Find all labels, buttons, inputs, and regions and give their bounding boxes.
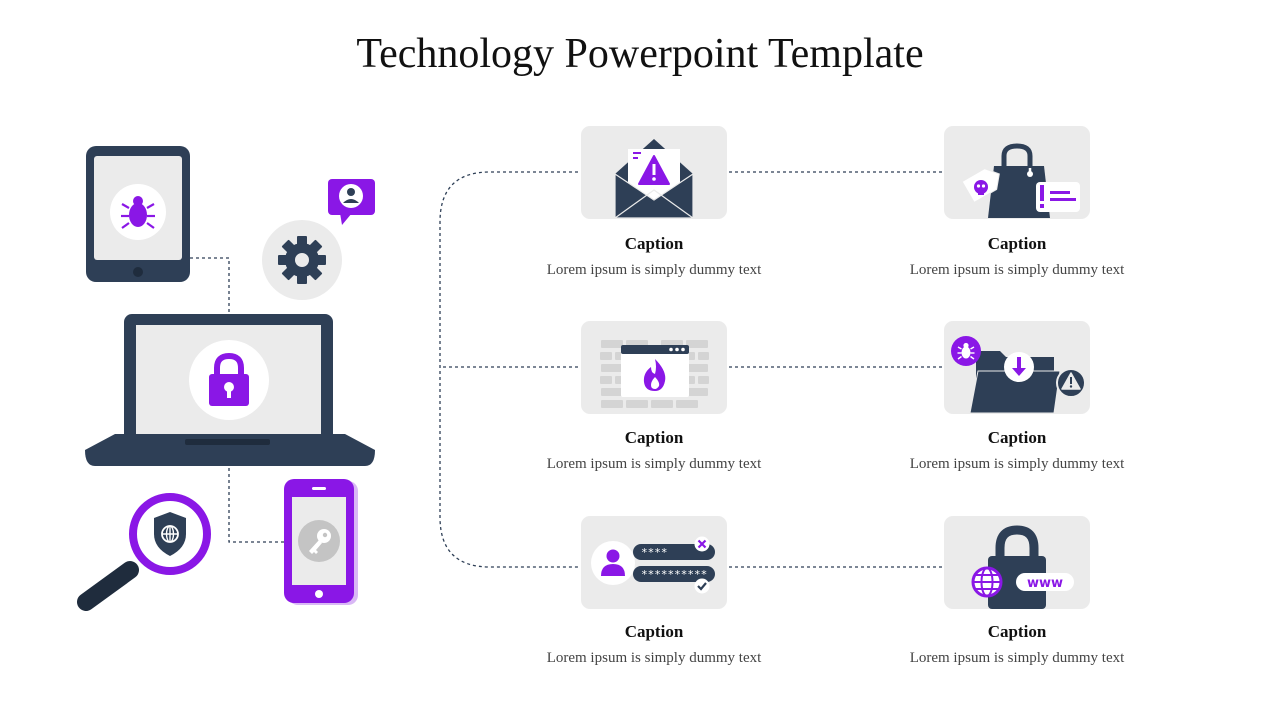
padlock-www-icon: www [971, 525, 1074, 609]
item-caption: Caption [624, 622, 684, 641]
item-description: Lorem ipsum is simply dummy text [909, 650, 1125, 666]
smartphone-device [284, 479, 358, 605]
item-description: Lorem ipsum is simply dummy text [546, 262, 762, 278]
tablet-device [86, 146, 190, 282]
item-description: Lorem ipsum is simply dummy text [546, 456, 762, 472]
tile-shopping-bag [944, 126, 1090, 219]
bug-icon [121, 196, 155, 229]
gear-bubble [262, 220, 342, 300]
item-caption: Caption [987, 622, 1047, 641]
password-mask-short: **** [641, 546, 668, 559]
tile-login-password: **** ********** [581, 516, 727, 609]
password-mask-long: ********** [641, 568, 707, 581]
item-caption: Caption [624, 428, 684, 447]
item-description: Lorem ipsum is simply dummy text [909, 456, 1125, 472]
laptop-device [85, 314, 375, 466]
item-description: Lorem ipsum is simply dummy text [546, 650, 762, 666]
item-caption: Caption [987, 428, 1047, 447]
item-caption: Caption [987, 234, 1047, 253]
tile-padlock-www: www [944, 516, 1090, 609]
envelope-warning-icon [614, 139, 694, 219]
slide-title: Technology Powerpoint Template [356, 31, 924, 77]
www-label: www [1027, 576, 1063, 591]
tile-envelope-warning [581, 126, 727, 219]
firewall-icon [600, 340, 709, 408]
padlock-icon [209, 352, 249, 406]
item-description: Lorem ipsum is simply dummy text [909, 262, 1125, 278]
item-caption: Caption [624, 234, 684, 253]
user-chat-bubble-icon [328, 179, 375, 225]
shopping-bag-malware-icon [961, 143, 1080, 218]
gear-icon [278, 236, 326, 284]
magnifier-shield-icon [77, 493, 211, 611]
tile-firewall [581, 321, 727, 414]
tile-folder-download [944, 321, 1090, 414]
folder-download-bug-icon [951, 336, 1086, 414]
login-password-icon: **** ********** [591, 536, 715, 594]
